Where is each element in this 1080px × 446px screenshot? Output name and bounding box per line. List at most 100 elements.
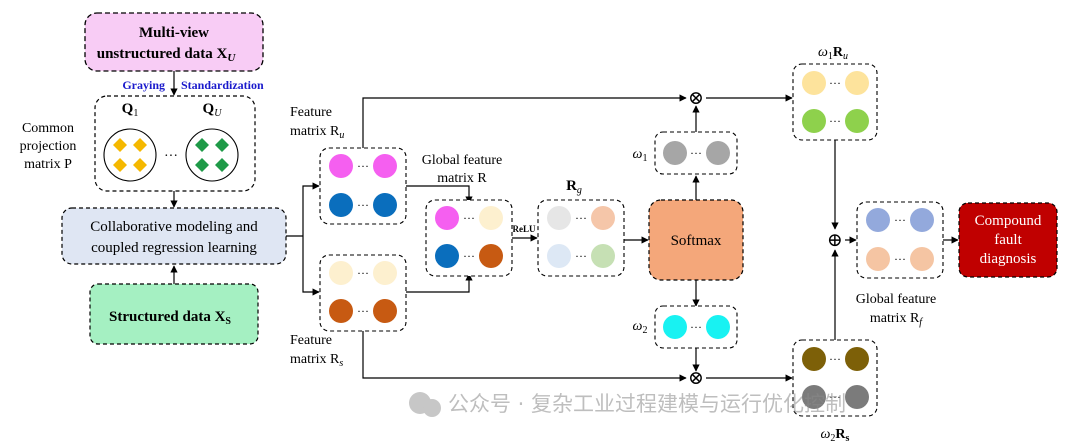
arrow-rs-to-bottom-mult: [362, 331, 687, 382]
w1ru-circle-2: [845, 71, 869, 95]
gr-ellipsis-1: ···: [463, 211, 475, 225]
rf-circle-3: [866, 247, 890, 271]
common-line1: Common: [22, 121, 74, 136]
omega1-circle-1: [663, 141, 687, 165]
w1ru-ellipsis-1: ···: [829, 76, 841, 90]
qu-main: Q: [203, 101, 215, 117]
add-op: ⊕: [827, 230, 843, 251]
feature-u-sub: u: [339, 130, 344, 141]
qu-diamond-3: [195, 158, 209, 172]
global-feature-matrix-rf: ··· ···: [856, 201, 944, 279]
omega1-circle-2: [706, 141, 730, 165]
q1-diamond-2: [133, 138, 147, 152]
structured-box-rect: [89, 283, 259, 345]
q1-label: Q1: [122, 101, 139, 119]
softmax-box: Softmax: [648, 199, 744, 281]
softmax-label: Softmax: [671, 233, 722, 249]
rg-matrix: ··· ···: [537, 199, 625, 277]
w2rs-circle-3: [802, 385, 826, 409]
feature-s-sub: s: [339, 358, 343, 369]
feature-s-line2: matrix Rs: [290, 352, 343, 369]
qu-circle: [185, 128, 239, 182]
w1ru-circle-4: [845, 109, 869, 133]
graying-label: Graying: [122, 78, 165, 92]
omega1-label: ω1: [633, 147, 648, 164]
q1-main: Q: [122, 101, 134, 117]
rg-main: R: [566, 178, 577, 194]
ru-circle-3: [329, 193, 353, 217]
compound-line3: diagnosis: [980, 251, 1037, 267]
rf-circle-4: [910, 247, 934, 271]
gr-circle-3: [435, 244, 459, 268]
global-feature-matrix-r: ··· ···: [425, 199, 513, 277]
feature-matrix-ru: ··· ···: [319, 147, 407, 225]
common-line2: projection: [20, 139, 77, 154]
structured-data-box: Structured data XS: [89, 283, 259, 345]
qu-sub: U: [214, 108, 222, 119]
omega2-box: ···: [654, 305, 738, 349]
compound-line2: fault: [994, 232, 1022, 248]
omega2-main: ω: [633, 319, 643, 334]
structured-main: Structured data X: [109, 309, 226, 325]
rg-label: Rg: [566, 178, 582, 196]
feature-s-line1: Feature: [290, 333, 332, 348]
omega1-sub: 1: [642, 153, 647, 164]
w1ru-ellipsis-2: ···: [829, 114, 841, 128]
w1ru-circle-1: [802, 71, 826, 95]
q1-diamond-4: [133, 158, 147, 172]
multiview-line2: unstructured data XU: [97, 46, 237, 64]
omega2-ellipsis: ···: [690, 320, 702, 334]
w2rs-ellipsis-1: ···: [829, 352, 841, 366]
qu-label: QU: [203, 101, 223, 119]
omega1-ellipsis: ···: [690, 146, 702, 160]
wechat-icon-bubble: [423, 399, 441, 417]
rs-circle-3: [329, 299, 353, 323]
multiview-line1: Multi-view: [139, 25, 209, 41]
rg-circle-4: [591, 244, 615, 268]
arrow-rs-to-global: [406, 273, 473, 293]
gr-ellipsis-2: ···: [463, 249, 475, 263]
compound-line1: Compound: [975, 213, 1042, 229]
relu-label: ReLU: [513, 224, 536, 234]
ru-ellipsis-1: ···: [357, 159, 369, 173]
multiview-line2-sub: U: [227, 52, 236, 64]
omega2-circle-2: [706, 315, 730, 339]
watermark-text: 公众号 · 复杂工业过程建模与运行优化控制: [448, 392, 846, 416]
rg-sub: g: [577, 185, 582, 196]
rs-ellipsis-1: ···: [357, 266, 369, 280]
arrow-collab-to-ru: [302, 182, 320, 236]
q1-diamonds: [113, 138, 147, 172]
w1ru-sub2: u: [843, 51, 848, 62]
rf-circle-2: [910, 208, 934, 232]
q1-diamond-3: [113, 158, 127, 172]
w2rs-omega: ω: [821, 427, 831, 442]
feature-s-main: matrix R: [290, 352, 340, 367]
w2rs-circle-1: [802, 347, 826, 371]
rf-ellipsis-1: ···: [894, 213, 906, 227]
structured-sub: S: [225, 316, 231, 327]
global-r-line2: matrix R: [437, 171, 487, 186]
arrow-ru-to-top-mult: [362, 94, 687, 148]
w1ru-label: ω1Ru: [818, 45, 848, 62]
w2rs-r: R: [835, 427, 846, 442]
q1-sub: 1: [133, 108, 138, 119]
feature-matrix-rs: ··· ···: [319, 254, 407, 332]
rf-circle-1: [866, 208, 890, 232]
collab-modeling-box: Collaborative modeling and coupled regre…: [61, 207, 287, 265]
collab-box-rect: [61, 207, 287, 265]
compound-rect: [958, 202, 1058, 278]
omega2-sub: 2: [642, 325, 647, 336]
w1ru-sub1: 1: [828, 51, 833, 62]
ru-circle-1: [329, 154, 353, 178]
rs-ellipsis-2: ···: [357, 304, 369, 318]
global-rf-main: matrix R: [870, 311, 920, 326]
gr-circle-1: [435, 206, 459, 230]
collab-line1: Collaborative modeling and: [90, 219, 258, 235]
rf-ellipsis-2: ···: [894, 252, 906, 266]
rg-circle-2: [591, 206, 615, 230]
compound-fault-box: Compound fault diagnosis: [958, 202, 1058, 278]
omega2-circle-1: [663, 315, 687, 339]
w2rs-sub1: 2: [830, 433, 835, 444]
global-r-line1: Global feature: [422, 153, 502, 168]
projection-ellipsis: ···: [164, 149, 178, 164]
